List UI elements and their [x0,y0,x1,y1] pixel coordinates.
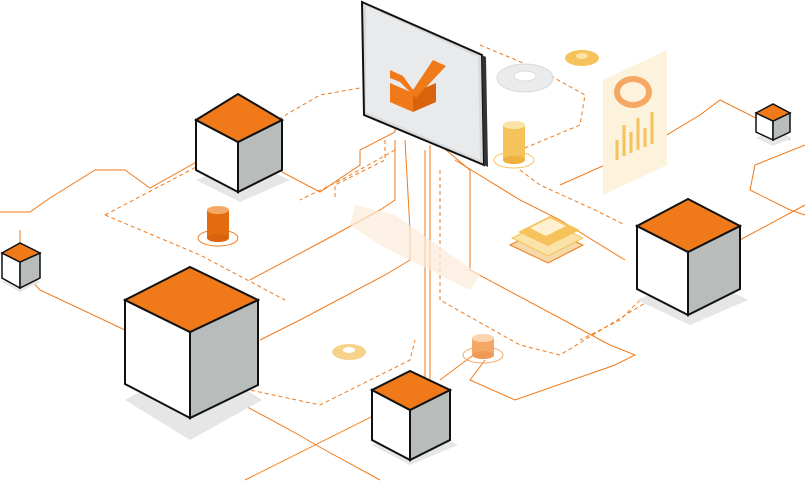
gear-icon [332,344,366,360]
light-beam [350,205,480,290]
stacked-layers-icon [508,216,585,264]
analytics-chart-icon [603,50,667,195]
gear-icon [565,50,599,66]
box-check-logo-icon [390,60,446,112]
cube-icon [193,92,290,202]
cube-icon [634,197,748,325]
cube-icon [369,369,458,465]
cube-icon [122,265,262,440]
gear-icon [496,63,554,93]
database-icon [462,334,504,364]
cube-icon [754,103,792,146]
database-icon [493,121,535,169]
cube-icon [0,242,42,292]
database-icon [197,206,239,247]
